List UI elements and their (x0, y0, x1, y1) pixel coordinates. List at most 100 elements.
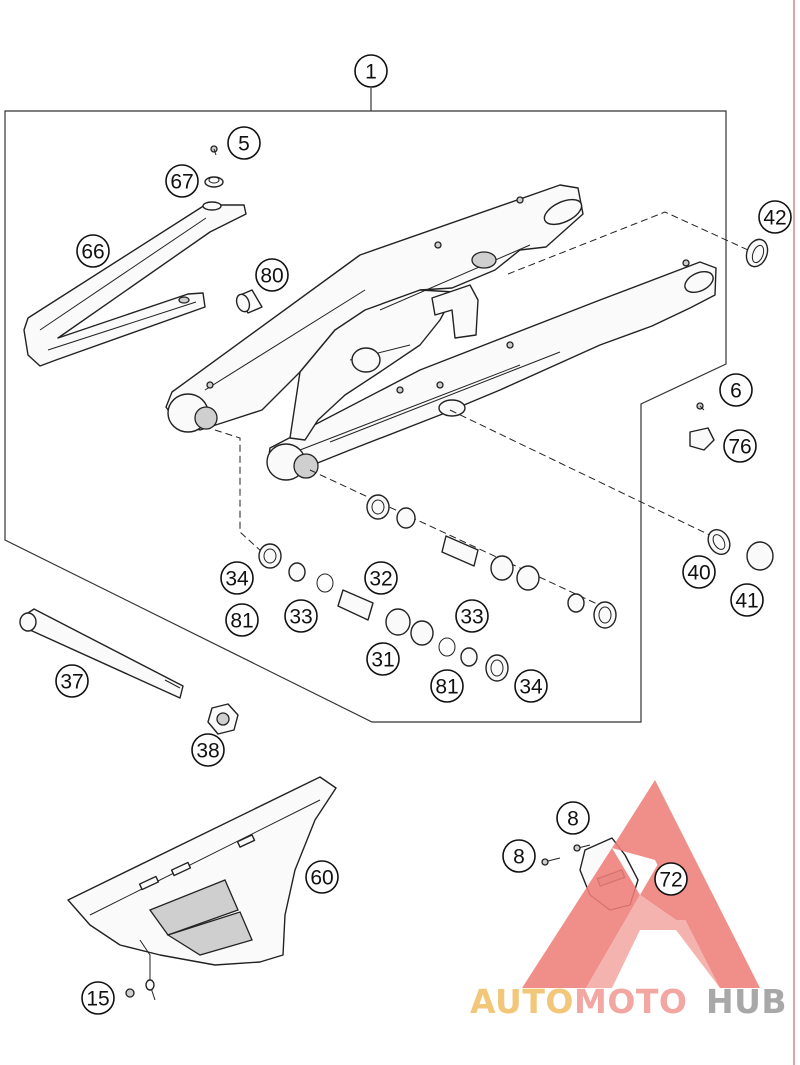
callout-number: 34 (519, 676, 543, 699)
callout-number: 76 (728, 436, 751, 459)
callout-number: 37 (60, 671, 83, 694)
assembly-lines (214, 211, 749, 611)
callout-number: 31 (371, 649, 394, 672)
callout-circle (227, 126, 261, 160)
callout-42: 42 (758, 200, 792, 234)
callout-41: 41 (730, 583, 764, 617)
callout-37: 37 (55, 664, 89, 698)
cap-part-41 (746, 541, 774, 571)
pivot-axle-part-37 (19, 608, 184, 699)
callout-number: 33 (460, 606, 483, 629)
bushing-part-80 (235, 289, 263, 314)
callout-circle (430, 669, 464, 703)
screw-part-8-a (573, 844, 591, 852)
callout-60: 60 (305, 860, 339, 894)
callout-number: 8 (513, 846, 525, 869)
screw-part-6 (696, 402, 705, 411)
callout-circle (556, 801, 590, 835)
callout-number: 72 (659, 869, 682, 892)
callout-circle (455, 599, 489, 633)
callout-72: 72 (654, 862, 688, 896)
callout-number: 40 (687, 562, 710, 585)
callout-number: 38 (196, 740, 219, 763)
callout-circle (719, 373, 753, 407)
callout-number: 42 (763, 207, 786, 230)
pivot-bearing-parts (258, 494, 617, 682)
callout-circle (354, 54, 388, 88)
callout-number: 34 (225, 568, 249, 591)
callout-33: 33 (455, 599, 489, 633)
callout-circle (682, 555, 716, 589)
callout-circle (165, 164, 199, 198)
callout-number: 67 (170, 171, 193, 194)
callout-67: 67 (165, 164, 199, 198)
callout-circle (730, 583, 764, 617)
callout-34: 34 (220, 561, 254, 595)
callout-circle (76, 234, 110, 268)
callout-number: 6 (730, 380, 742, 403)
callout-number: 1 (365, 61, 377, 84)
ring-part-40 (707, 528, 731, 556)
callout-number: 15 (86, 988, 109, 1011)
callout-circle (364, 561, 398, 595)
callout-15: 15 (81, 981, 115, 1015)
callout-8: 8 (502, 839, 536, 873)
callout-number: 81 (435, 676, 458, 699)
callout-number: 66 (81, 241, 104, 264)
callout-circle (502, 839, 536, 873)
watermark-auto: AUTO (470, 982, 574, 1021)
callout-66: 66 (76, 234, 110, 268)
nut-part-38 (207, 703, 239, 735)
watermark-hub: HUB (706, 982, 787, 1021)
callout-80: 80 (255, 258, 289, 292)
callout-40: 40 (682, 555, 716, 589)
callout-number: 80 (260, 265, 283, 288)
callout-circle (758, 200, 792, 234)
callout-33: 33 (284, 599, 318, 633)
callout-circle (191, 733, 225, 767)
callout-1: 1 (354, 54, 388, 88)
watermark-text: AUTO MOTO HUB (470, 982, 787, 1021)
callout-circle (305, 860, 339, 894)
callout-81: 81 (225, 603, 259, 637)
callout-34: 34 (514, 669, 548, 703)
callout-circle (366, 642, 400, 676)
callout-81: 81 (430, 669, 464, 703)
callout-6: 6 (719, 373, 753, 407)
callout-circle (654, 862, 688, 896)
callout-number: 5 (238, 133, 250, 156)
callout-32: 32 (364, 561, 398, 595)
callout-76: 76 (723, 429, 757, 463)
callout-number: 33 (289, 606, 312, 629)
chain-guide-part (23, 201, 247, 367)
callout-circle (514, 669, 548, 703)
callout-5: 5 (227, 126, 261, 160)
chain-guard-part-60 (67, 776, 337, 1001)
washer-part-67 (204, 176, 224, 188)
callout-circle (284, 599, 318, 633)
callout-8: 8 (556, 801, 590, 835)
callout-circle (55, 664, 89, 698)
callout-38: 38 (191, 733, 225, 767)
callout-circle (255, 258, 289, 292)
callout-circle (220, 561, 254, 595)
callout-number: 81 (230, 610, 253, 633)
callout-31: 31 (366, 642, 400, 676)
bolt-part-5 (210, 145, 218, 156)
callout-circle (225, 603, 259, 637)
page-edge-line (793, 0, 795, 1065)
callout-number: 41 (735, 590, 758, 613)
watermark-moto: MOTO (574, 982, 687, 1021)
callout-number: 32 (369, 568, 392, 591)
callout-number: 8 (567, 808, 579, 831)
callout-circle (81, 981, 115, 1015)
clamp-part-76 (689, 427, 715, 451)
swingarm-body (165, 184, 717, 481)
swingarm-assembly-frame (4, 88, 727, 723)
callout-circle (723, 429, 757, 463)
screw-part-15 (125, 988, 135, 998)
cap-part-42 (745, 238, 769, 268)
callout-number: 60 (310, 867, 333, 890)
